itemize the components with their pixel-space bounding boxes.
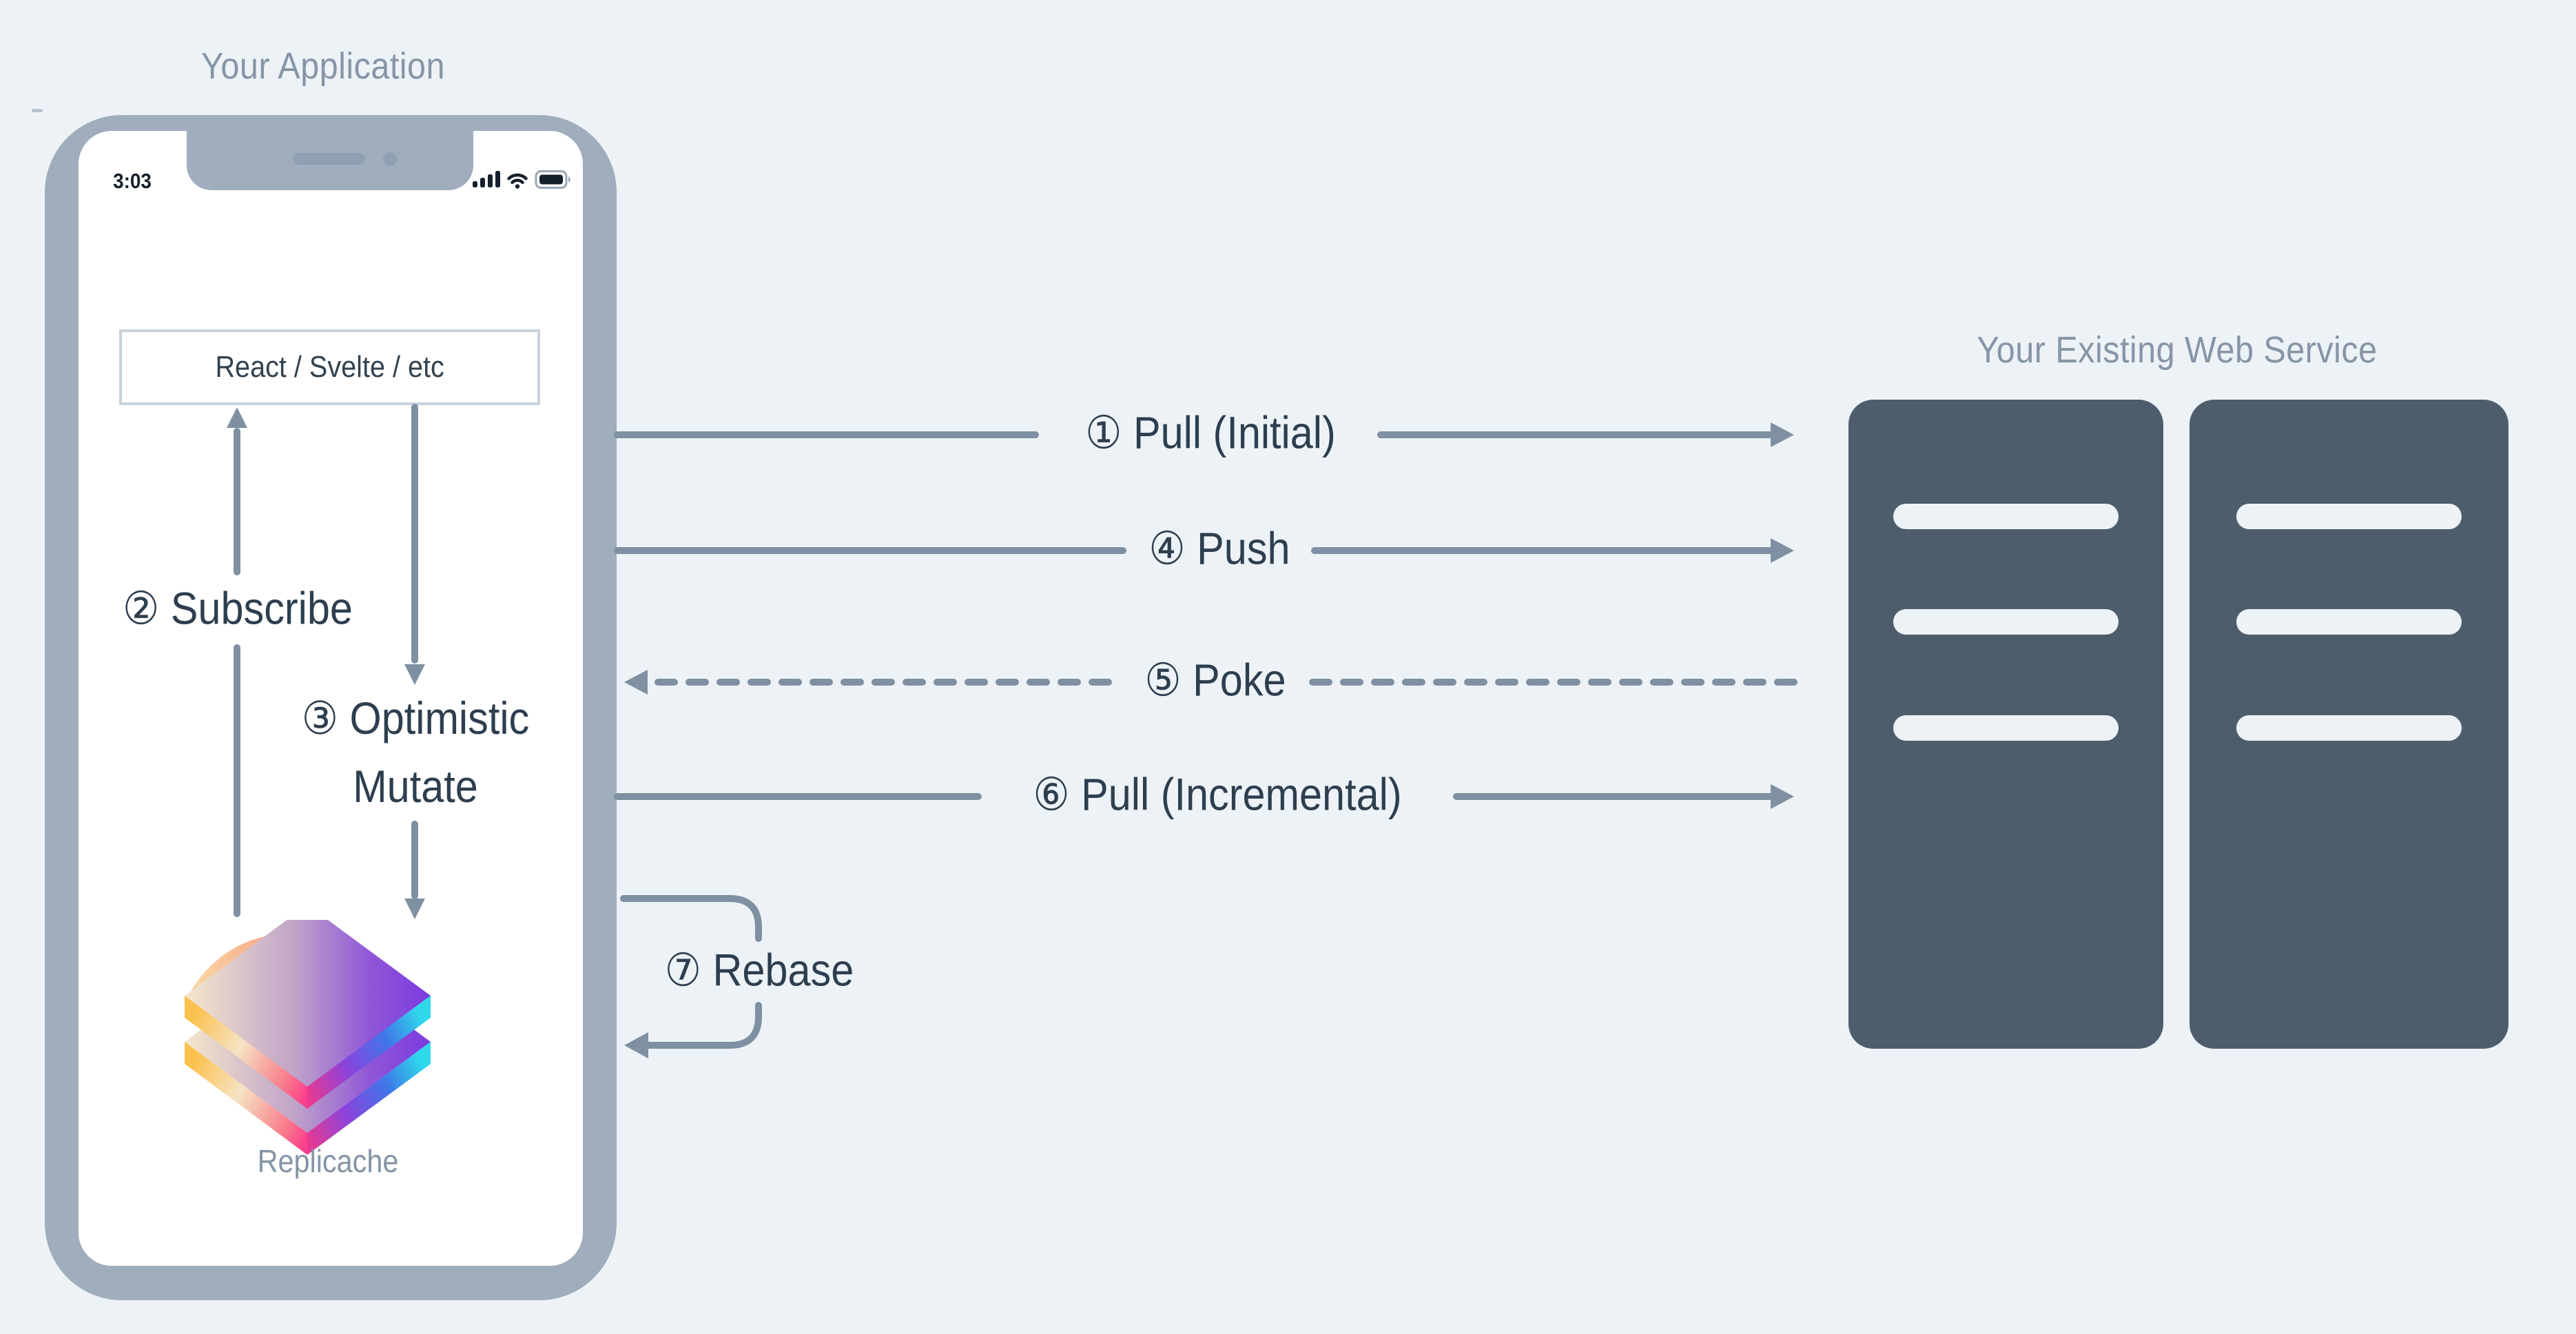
server-slot xyxy=(1893,715,2119,741)
server-slot xyxy=(2236,715,2462,741)
push-label: ④ Push xyxy=(1148,522,1290,574)
rebase-label: ⑦ Rebase xyxy=(664,944,854,996)
speaker-grille xyxy=(293,153,365,165)
server-tower-left xyxy=(1848,400,2163,1049)
pull-incremental-label: ⑥ Pull (Incremental) xyxy=(1033,768,1402,820)
server-slot xyxy=(2236,504,2462,529)
subscribe-label: ② Subscribe xyxy=(123,582,353,634)
server-tower-right xyxy=(2189,400,2508,1049)
server-slot xyxy=(1893,609,2119,635)
replicache-logo xyxy=(185,920,431,1155)
signal-strength-icon xyxy=(473,171,500,187)
wifi-icon xyxy=(507,173,528,189)
status-bar-icons xyxy=(473,170,570,189)
web-service-title: Your Existing Web Service xyxy=(1977,329,2378,371)
logo-middle-layer xyxy=(185,920,431,1109)
pull-initial-label: ① Pull (Initial) xyxy=(1085,407,1336,458)
server-slot xyxy=(1893,504,2119,529)
battery-icon xyxy=(535,170,570,189)
framework-box-label: React / Svelte / etc xyxy=(215,350,444,384)
framework-box: React / Svelte / etc xyxy=(119,329,540,405)
replicache-caption: Replicache xyxy=(257,1143,399,1179)
camera-dot xyxy=(383,152,397,166)
poke-label: ⑤ Poke xyxy=(1144,654,1286,706)
optimistic-mutate-label: ③ Optimistic Mutate xyxy=(301,692,530,812)
stray-dash xyxy=(32,109,43,112)
application-title: Your Application xyxy=(201,45,445,87)
status-bar-time: 3:03 xyxy=(113,169,152,193)
server-slot xyxy=(2236,609,2462,635)
